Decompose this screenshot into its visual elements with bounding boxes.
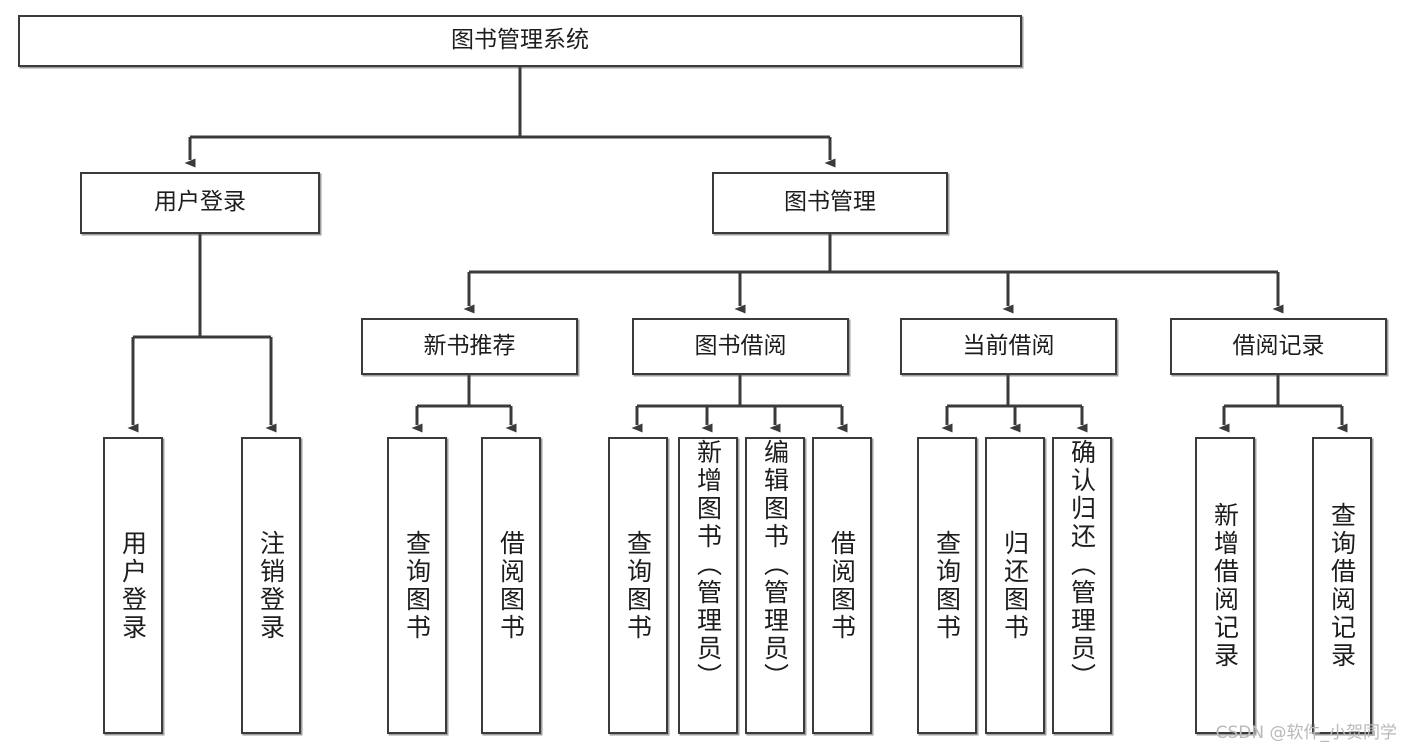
node-leaf-add-record-label: 新增借阅记录: [1210, 501, 1240, 670]
node-leaf-query-book-1[interactable]: 查询图书: [387, 437, 447, 734]
node-book-manage[interactable]: 图书管理: [712, 172, 948, 234]
node-leaf-query-book-1-label: 查询图书: [402, 529, 432, 642]
node-leaf-logout-login-label: 注销登录: [256, 529, 286, 642]
node-current-borrow-label: 当前借阅: [962, 332, 1055, 359]
node-leaf-logout-login[interactable]: 注销登录: [241, 437, 301, 734]
node-book-borrow-label: 图书借阅: [694, 332, 787, 359]
node-leaf-add-book[interactable]: 新增图书（管理员）: [678, 437, 738, 734]
node-leaf-add-book-label: 新增图书（管理员）: [693, 439, 723, 691]
node-book-manage-label: 图书管理: [784, 189, 876, 216]
node-new-book-recommend-label: 新书推荐: [423, 332, 516, 359]
node-new-book-recommend[interactable]: 新书推荐: [361, 318, 578, 375]
node-leaf-borrow-book-2[interactable]: 借阅图书: [812, 437, 872, 734]
node-leaf-user-login-label: 用户登录: [118, 529, 148, 642]
node-leaf-query-book-2-label: 查询图书: [623, 529, 653, 642]
node-leaf-query-record[interactable]: 查询借阅记录: [1312, 437, 1372, 734]
node-root-label: 图书管理系统: [451, 27, 589, 54]
node-borrow-record[interactable]: 借阅记录: [1170, 318, 1387, 375]
node-leaf-confirm-return[interactable]: 确认归还（管理员）: [1052, 437, 1112, 734]
node-leaf-query-book-2[interactable]: 查询图书: [608, 437, 668, 734]
node-leaf-return-book-label: 归还图书: [1000, 529, 1030, 642]
node-leaf-query-record-label: 查询借阅记录: [1327, 501, 1357, 670]
node-leaf-edit-book[interactable]: 编辑图书（管理员）: [745, 437, 805, 734]
node-leaf-borrow-book-2-label: 借阅图书: [827, 529, 857, 642]
node-leaf-query-book-3[interactable]: 查询图书: [917, 437, 977, 734]
node-leaf-borrow-book-1-label: 借阅图书: [496, 529, 526, 642]
node-leaf-query-book-3-label: 查询图书: [932, 529, 962, 642]
node-leaf-borrow-book-1[interactable]: 借阅图书: [481, 437, 541, 734]
node-user-login-label: 用户登录: [154, 189, 246, 216]
node-leaf-user-login[interactable]: 用户登录: [103, 437, 163, 734]
node-leaf-edit-book-label: 编辑图书（管理员）: [760, 439, 790, 691]
node-current-borrow[interactable]: 当前借阅: [900, 318, 1117, 375]
node-leaf-return-book[interactable]: 归还图书: [985, 437, 1045, 734]
node-user-login[interactable]: 用户登录: [80, 172, 320, 234]
csdn-watermark: CSDN @软件_小贺同学: [1215, 723, 1397, 743]
node-borrow-record-label: 借阅记录: [1232, 332, 1325, 359]
node-book-borrow[interactable]: 图书借阅: [632, 318, 849, 375]
node-leaf-confirm-return-label: 确认归还（管理员）: [1067, 439, 1097, 691]
node-root[interactable]: 图书管理系统: [18, 15, 1022, 67]
node-leaf-add-record[interactable]: 新增借阅记录: [1195, 437, 1255, 734]
